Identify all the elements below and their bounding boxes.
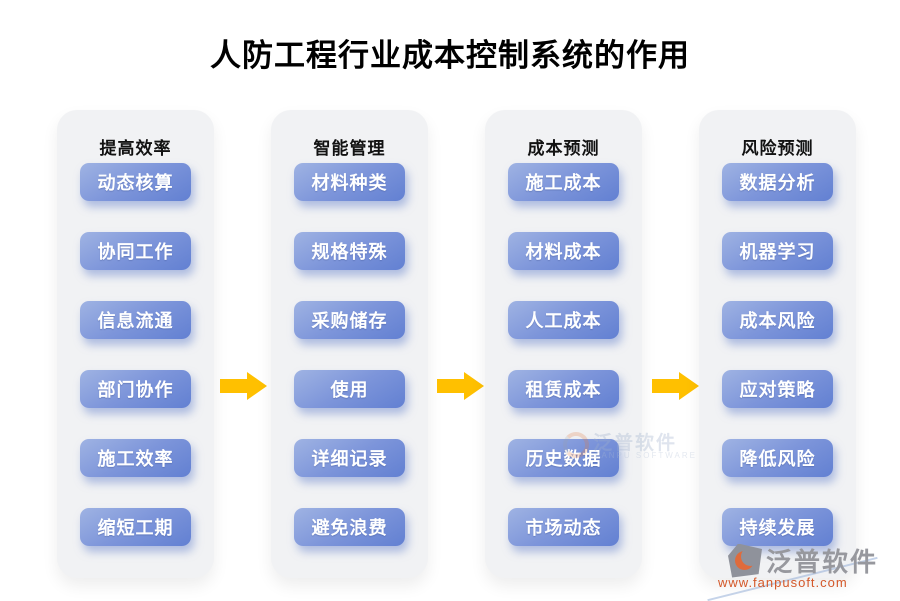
page-title: 人防工程行业成本控制系统的作用 <box>210 38 690 73</box>
right-arrow-icon <box>652 372 699 400</box>
diagram-node: 规格特殊 <box>294 232 405 270</box>
panel-improve-efficiency: 提高效率 动态核算 协同工作 信息流通 部门协作 施工效率 缩短工期 <box>57 110 214 578</box>
diagram-node: 缩短工期 <box>80 508 191 546</box>
right-arrow-icon <box>220 372 267 400</box>
arrow-head <box>247 372 267 400</box>
panel-risk-forecast: 风险预测 数据分析 机器学习 成本风险 应对策略 降低风险 持续发展 <box>699 110 856 578</box>
diagram-node: 降低风险 <box>722 439 833 477</box>
panel-header: 成本预测 <box>527 139 600 158</box>
fanpu-logo-icon <box>728 543 762 578</box>
logo-crescent-cut <box>741 546 760 566</box>
diagram-node: 持续发展 <box>722 508 833 546</box>
diagram-node: 协同工作 <box>80 232 191 270</box>
panel-header: 风险预测 <box>741 139 814 158</box>
arrow-shaft <box>220 379 247 393</box>
diagram-node: 施工效率 <box>80 439 191 477</box>
panel-cost-forecast: 成本预测 施工成本 材料成本 人工成本 租赁成本 历史数据 市场动态 <box>485 110 642 578</box>
diagram-node: 信息流通 <box>80 301 191 339</box>
diagram-node: 租赁成本 <box>508 370 619 408</box>
diagram-node: 历史数据 <box>508 439 619 477</box>
diagram-node: 详细记录 <box>294 439 405 477</box>
corner-watermark: 泛普软件 www.fanpusoft.com <box>704 542 884 601</box>
diagram-node: 数据分析 <box>722 163 833 201</box>
diagram-node: 采购储存 <box>294 301 405 339</box>
diagram-node: 施工成本 <box>508 163 619 201</box>
diagram-node: 应对策略 <box>722 370 833 408</box>
watermark-brand: 泛普软件 <box>766 548 879 577</box>
right-arrow-icon <box>437 372 484 400</box>
arrow-shaft <box>652 379 679 393</box>
diagram-node: 市场动态 <box>508 508 619 546</box>
arrow-head <box>679 372 699 400</box>
diagram-node: 动态核算 <box>80 163 191 201</box>
panel-smart-management: 智能管理 材料种类 规格特殊 采购储存 使用 详细记录 避免浪费 <box>271 110 428 578</box>
diagram-node: 人工成本 <box>508 301 619 339</box>
diagram-node: 材料成本 <box>508 232 619 270</box>
diagram-node: 避免浪费 <box>294 508 405 546</box>
watermark-url: www.fanpusoft.com <box>718 575 848 590</box>
diagram-node: 机器学习 <box>722 232 833 270</box>
arrow-shaft <box>437 379 464 393</box>
diagram-node: 部门协作 <box>80 370 191 408</box>
panel-header: 智能管理 <box>313 139 386 158</box>
diagram-node: 使用 <box>294 370 405 408</box>
diagram-node: 材料种类 <box>294 163 405 201</box>
panel-header: 提高效率 <box>99 139 172 158</box>
arrow-head <box>464 372 484 400</box>
diagram-node: 成本风险 <box>722 301 833 339</box>
